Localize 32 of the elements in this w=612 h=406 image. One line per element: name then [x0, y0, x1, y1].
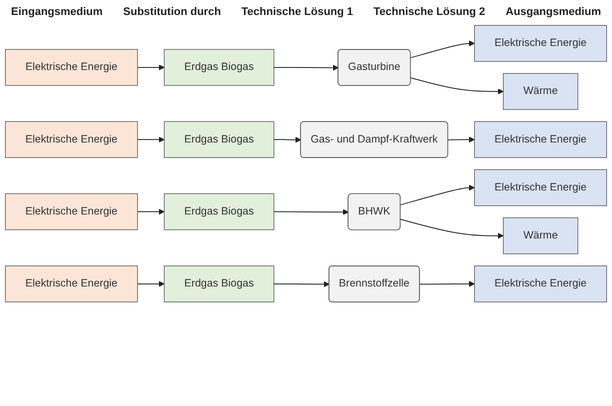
- node-box: Erdgas Biogas: [164, 49, 274, 86]
- column-heading: Eingangsmedium: [11, 6, 103, 18]
- arrow: [419, 280, 475, 287]
- arrow: [137, 136, 165, 143]
- node-box: Elektrische Energie: [5, 49, 138, 86]
- arrow: [273, 281, 330, 288]
- column-heading: Technische Lösung 2: [374, 6, 486, 18]
- node-box: Elektrische Energie: [474, 25, 607, 62]
- arrow: [448, 136, 475, 143]
- node-box: Elektrische Energie: [474, 169, 607, 206]
- arrow: [273, 64, 339, 71]
- node-box: Elektrische Energie: [5, 121, 138, 158]
- node-box: Erdgas Biogas: [164, 121, 274, 158]
- node-box: Elektrische Energie: [5, 193, 138, 230]
- arrow: [410, 40, 475, 58]
- node-box: Elektrische Energie: [474, 266, 607, 302]
- arrow: [137, 64, 165, 70]
- arrow: [137, 280, 165, 287]
- node-box: Wärme: [502, 73, 578, 110]
- node-box: Elektrische Energie: [5, 266, 138, 302]
- arrow: [273, 136, 302, 143]
- arrow: [137, 208, 165, 215]
- arrow: [410, 77, 504, 94]
- node-box: Wärme: [502, 217, 578, 254]
- node-box: Erdgas Biogas: [164, 266, 274, 302]
- column-heading: Substitution durch: [123, 6, 221, 18]
- arrow: [400, 218, 504, 239]
- node-box: Erdgas Biogas: [164, 193, 274, 230]
- arrow: [400, 184, 475, 206]
- node-box: Elektrische Energie: [474, 121, 607, 158]
- column-heading: Technische Lösung 1: [241, 6, 354, 18]
- arrow: [273, 209, 349, 215]
